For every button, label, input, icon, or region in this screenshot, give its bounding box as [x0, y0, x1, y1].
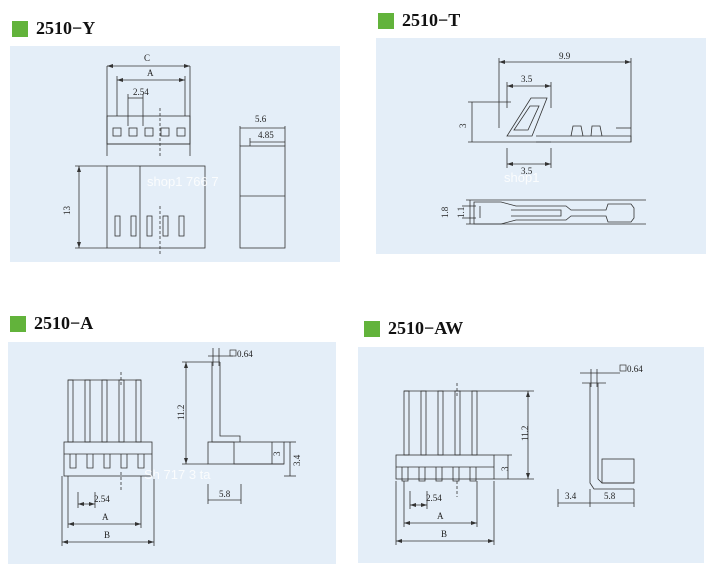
square-pin-icon [619, 364, 627, 372]
dim-offset-label: 5.8 [219, 489, 231, 499]
section-title-2510-aw: 2510−AW [364, 318, 463, 339]
section-title-text: 2510−Y [36, 18, 96, 38]
dim-b-label: B [104, 530, 110, 540]
dim-height-label: 3 [458, 123, 468, 128]
dim-pin-label: 0.64 [627, 364, 643, 374]
section-title-text: 2510−T [402, 10, 461, 30]
dim-offset-label: 5.8 [604, 491, 616, 501]
drawing-2510-t: 9.9 3.5 3.5 3 1.8 1.1 shop1 [440, 51, 646, 225]
dim-b-label: B [441, 529, 447, 539]
dim-top-label: 3.5 [521, 74, 533, 84]
watermark: shop1 [504, 170, 539, 185]
dim-height-label: 11.2 [176, 405, 186, 420]
dim-left-label: 3.4 [565, 491, 577, 501]
green-square-icon [378, 12, 394, 29]
dim-a-label: A [437, 511, 444, 521]
section-title-2510-y: 2510−Y [12, 18, 95, 39]
dim-small-height-label: 3 [272, 451, 282, 456]
green-square-icon [10, 315, 26, 332]
dim-d2-label: 1.1 [456, 207, 466, 218]
watermark: Sh 717 3 ta [144, 467, 211, 482]
green-square-icon [364, 320, 380, 337]
diagram-panel-2510-y: C A 2.54 13 5.6 4.85 shop1 766 7 [10, 46, 340, 262]
section-title-2510-a: 2510−A [10, 313, 93, 334]
dim-a-label: A [102, 512, 109, 522]
section-title-text: 2510−A [34, 313, 94, 333]
drawing-2510-y: C A 2.54 13 5.6 4.85 shop1 766 7 [62, 53, 286, 256]
drawing-2510-aw: 0.64 11.2 3 2.54 A B 3.4 5.8 [395, 364, 643, 545]
section-title-2510-t: 2510−T [378, 10, 460, 31]
dim-width-inner-label: 4.85 [258, 130, 274, 140]
dim-height-label: 11.2 [520, 426, 530, 441]
dim-base-height-label: 3.4 [292, 454, 302, 466]
dim-height-label: 13 [62, 206, 72, 216]
dim-pin-label: 0.64 [237, 349, 253, 359]
dim-width-outer-label: 5.6 [255, 114, 267, 124]
diagram-panel-2510-a: 0.64 11.2 3 3.4 2.54 A B 5.8 Sh 717 3 ta [8, 342, 336, 564]
dim-pitch-label: 2.54 [94, 494, 110, 504]
watermark: shop1 766 7 [147, 174, 219, 189]
section-title-text: 2510−AW [388, 318, 464, 338]
diagram-panel-2510-aw: 0.64 11.2 3 2.54 A B 3.4 5.8 [358, 347, 704, 563]
dim-small-height-label: 3 [500, 466, 510, 471]
dim-pitch-label: 2.54 [133, 87, 149, 97]
square-pin-icon [229, 349, 237, 357]
drawing-2510-a: 0.64 11.2 3 3.4 2.54 A B 5.8 Sh 717 3 ta [61, 348, 302, 546]
dim-d1-label: 1.8 [440, 206, 450, 218]
dim-total-label: 9.9 [559, 51, 571, 61]
dim-a-label: A [147, 68, 154, 78]
dim-c-label: C [144, 53, 150, 63]
green-square-icon [12, 20, 28, 37]
dim-bottom-label: 3.5 [521, 166, 533, 176]
diagram-panel-2510-t: 9.9 3.5 3.5 3 1.8 1.1 shop1 [376, 38, 706, 254]
dim-pitch-label: 2.54 [426, 493, 442, 503]
